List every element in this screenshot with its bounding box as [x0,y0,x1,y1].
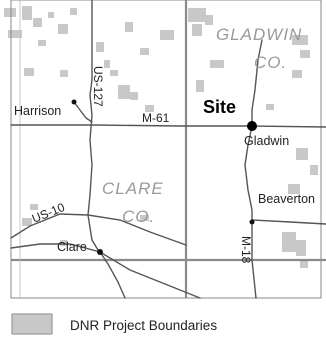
town-label-clare: Clare [57,240,87,254]
road-us10 [10,213,187,246]
roads [10,0,326,299]
legend: DNR Project Boundaries [11,313,217,335]
legend-swatch [11,313,53,335]
road-gladwin-north [251,39,263,127]
dnr-project-areas [4,6,318,268]
town-dot-harrison [71,99,77,105]
town-dot-clare [97,249,103,255]
road-label-m61: M-61 [142,111,170,125]
town-label-beaverton: Beaverton [258,192,315,206]
towns [71,99,255,255]
site-label: Site [203,97,236,117]
road-label-us10: US-10 [30,200,67,226]
county-label-clare-co: CO. [122,207,155,226]
county-label-gladwin: GLADWIN [216,25,302,44]
road-beaverton-east [251,219,326,225]
legend-label: DNR Project Boundaries [70,318,217,333]
map-frame [10,0,322,299]
road-clare-south [99,251,126,299]
county-label-gladwin-co: CO. [254,53,287,72]
road-m61 [10,124,326,128]
town-label-harrison: Harrison [14,104,61,118]
road-label-us127: US-127 [91,66,105,107]
road-us127 [87,0,99,251]
county-label-clare: CLARE [102,179,164,198]
town-dot-beaverton [249,219,255,225]
road-m18 [244,125,257,299]
road-harrison [73,101,93,123]
road-label-m18: M-18 [239,236,253,264]
town-label-gladwin: Gladwin [244,134,289,148]
road-clare-sw [10,243,201,299]
site-marker-icon[interactable] [247,121,257,131]
